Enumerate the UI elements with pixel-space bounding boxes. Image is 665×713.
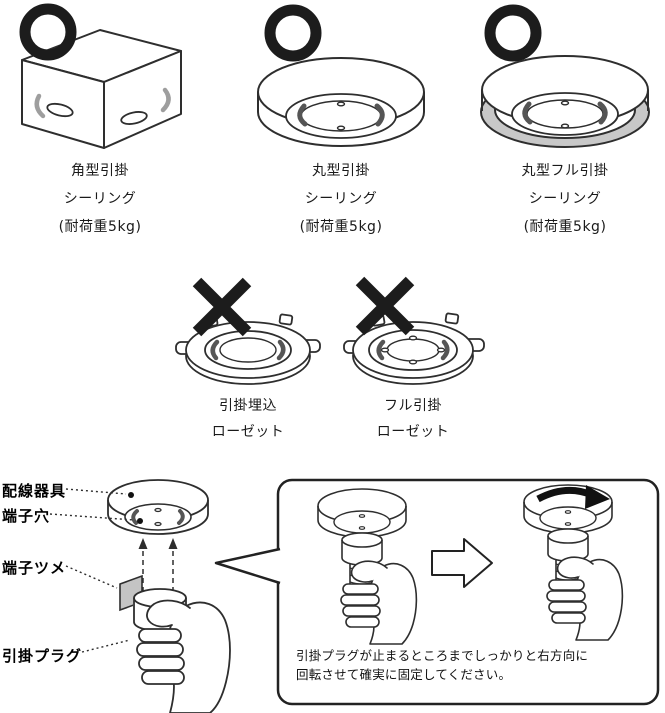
speech-bubble [214, 478, 660, 706]
caption-line: 角型引掛 [71, 163, 129, 179]
caption-line: 丸型引掛 [312, 163, 370, 179]
ok-mark-icon [484, 4, 542, 62]
caption-line: シーリング [528, 191, 602, 207]
part-label-terminal-hole: 端子穴 [2, 507, 51, 525]
caption-line: 引掛埋込 [219, 398, 277, 414]
embedded-rosette-illustration [175, 313, 321, 385]
hand-illustration [136, 599, 231, 713]
caption-capacity: (耐荷重5kg) [523, 219, 607, 235]
terminal-hole-anchor-dot [137, 518, 143, 524]
ok-mark-icon [264, 4, 322, 62]
fixture-caption-square: 角型引掛 シーリング (耐荷重5kg) [20, 157, 180, 241]
bubble-step2-illustration [522, 484, 624, 641]
instruction-line: 引掛プラグが止まるところまでしっかりと右方向に [296, 648, 589, 663]
fixture-caption-round: 丸型引掛 シーリング (耐荷重5kg) [261, 157, 421, 241]
round-ceiling-illustration [256, 57, 426, 147]
step-arrow-icon [431, 538, 493, 588]
fixture-caption-round-full: 丸型フル引掛 シーリング (耐荷重5kg) [485, 157, 645, 241]
insert-direction-arrows [142, 547, 174, 592]
install-diagram [49, 479, 231, 713]
caption-line: シーリング [63, 191, 137, 207]
part-label-wiring-device: 配線器具 [2, 482, 67, 500]
part-label-hook-plug: 引掛プラグ [2, 647, 83, 665]
caption-line: 丸型フル引掛 [521, 163, 609, 179]
caption-line: ローゼット [211, 424, 285, 440]
caption-line: ローゼット [376, 424, 450, 440]
ok-mark-icon [19, 3, 77, 61]
full-hook-rosette-illustration [343, 312, 485, 385]
caption-capacity: (耐荷重5kg) [58, 219, 142, 235]
rosette-caption-embedded: 引掛埋込 ローゼット [168, 393, 328, 445]
caption-line: シーリング [304, 191, 378, 207]
bubble-instruction: 引掛プラグが止まるところまでしっかりと右方向に 回転させて確実に固定してください… [296, 646, 648, 684]
caption-line: フル引掛 [384, 398, 442, 414]
label-leader-lines [49, 488, 135, 653]
rosette-caption-full-hook: フル引掛 ローゼット [333, 393, 493, 445]
ng-mark-icon [192, 277, 252, 337]
instruction-line: 回転させて確実に固定してください。 [296, 667, 512, 682]
ng-mark-icon [355, 276, 415, 336]
part-label-terminal-claw: 端子ツメ [2, 559, 67, 577]
round-full-ceiling-illustration [480, 55, 650, 148]
caption-capacity: (耐荷重5kg) [299, 219, 383, 235]
wiring-device-anchor-dot [128, 492, 134, 498]
square-ceiling-illustration [21, 29, 182, 149]
